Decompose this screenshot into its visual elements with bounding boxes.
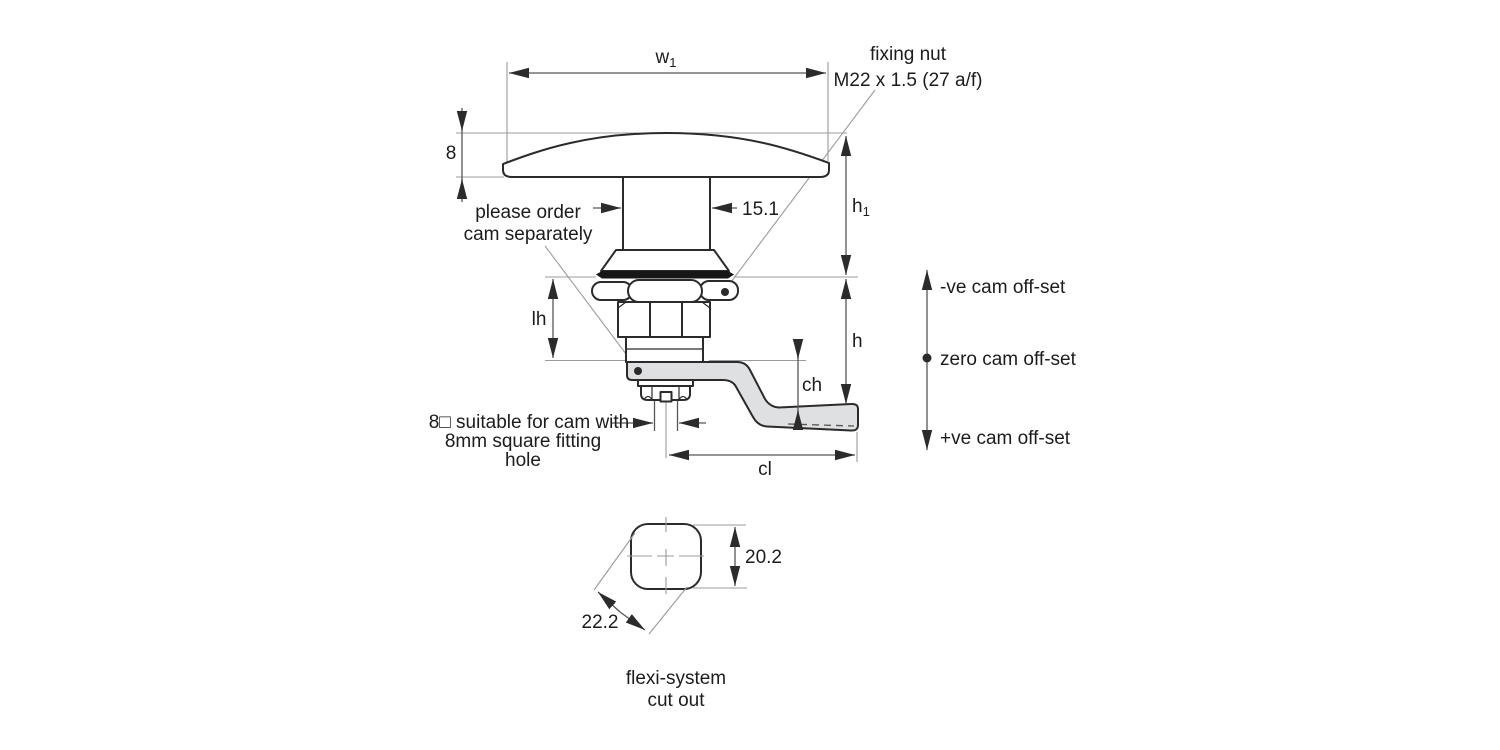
fixing-nut [591, 279, 739, 303]
dimensions: w1 8 15.1 h1 h lh ch cl [446, 47, 870, 480]
cutout-diagonal-arrow-lower [619, 611, 646, 631]
retaining-nut-chamfer-left [643, 395, 653, 400]
lock-body-chamfer-right [701, 301, 711, 309]
leader-line-fixing-nut [724, 89, 876, 291]
leader-dot-cam [634, 367, 642, 375]
cam-assembly [626, 361, 859, 432]
legend-positive-label: +ve cam off-set [940, 428, 1071, 449]
legend-negative-label: -ve cam off-set [940, 277, 1066, 298]
leader-dot-fixing-nut [721, 288, 729, 296]
fixing-nut-note-line2: M22 x 1.5 (27 a/f) [834, 70, 983, 91]
seal-washer [596, 271, 734, 279]
fixing-nut-center-face [627, 279, 703, 303]
lh-label: lh [532, 309, 547, 330]
lock-body-chamfer-left [617, 301, 627, 309]
cutout-diagonal-extension-a [593, 532, 636, 591]
cap-thickness-label: 8 [446, 143, 457, 164]
lock-body-hex [617, 301, 711, 338]
fixing-nut-note-line1: fixing nut [870, 44, 947, 65]
cam-offset-legend: -ve cam off-set zero cam off-set +ve cam… [921, 270, 1077, 450]
cutout-height-label: 20.2 [745, 547, 782, 568]
lock-body [617, 301, 711, 363]
legend-zero-label: zero cam off-set [940, 349, 1077, 370]
handle-cap [502, 132, 830, 178]
collar [600, 249, 730, 272]
annotations: fixing nut M22 x 1.5 (27 a/f) please ord… [429, 44, 983, 471]
cutout-diagonal-label: 22.2 [582, 612, 619, 633]
order-cam-note-line1: please order [475, 202, 581, 223]
square-spindle-slot [659, 391, 673, 403]
h-label: h [852, 331, 863, 352]
fixing-nut-left-face [591, 281, 633, 301]
fixing-nut-right-face [699, 280, 739, 301]
stem-width-label: 15.1 [742, 199, 779, 220]
square-note-line2: 8mm square fitting [445, 431, 601, 452]
h1-label: h1 [852, 196, 870, 219]
legend-zero-dot [922, 353, 932, 363]
order-cam-note-line2: cam separately [464, 224, 593, 245]
ch-label: ch [802, 375, 822, 396]
w1-label: w1 [655, 47, 677, 70]
cutout-diagonal-extension-b [648, 586, 688, 635]
cutout-caption-line2: cut out [647, 690, 705, 711]
cutout-view: 20.2 22.2 flexi-system cut out [582, 517, 782, 711]
handle-assembly [502, 132, 830, 363]
retaining-nut-chamfer-right [678, 395, 688, 400]
square-note-line1: 8□ suitable for cam with [429, 412, 630, 433]
cl-label: cl [758, 459, 772, 480]
cutout-diagonal-arrow-upper [597, 591, 621, 613]
cutout-caption-line1: flexi-system [626, 668, 726, 689]
square-note-line3: hole [505, 450, 541, 471]
leader-line-cam [544, 245, 639, 371]
